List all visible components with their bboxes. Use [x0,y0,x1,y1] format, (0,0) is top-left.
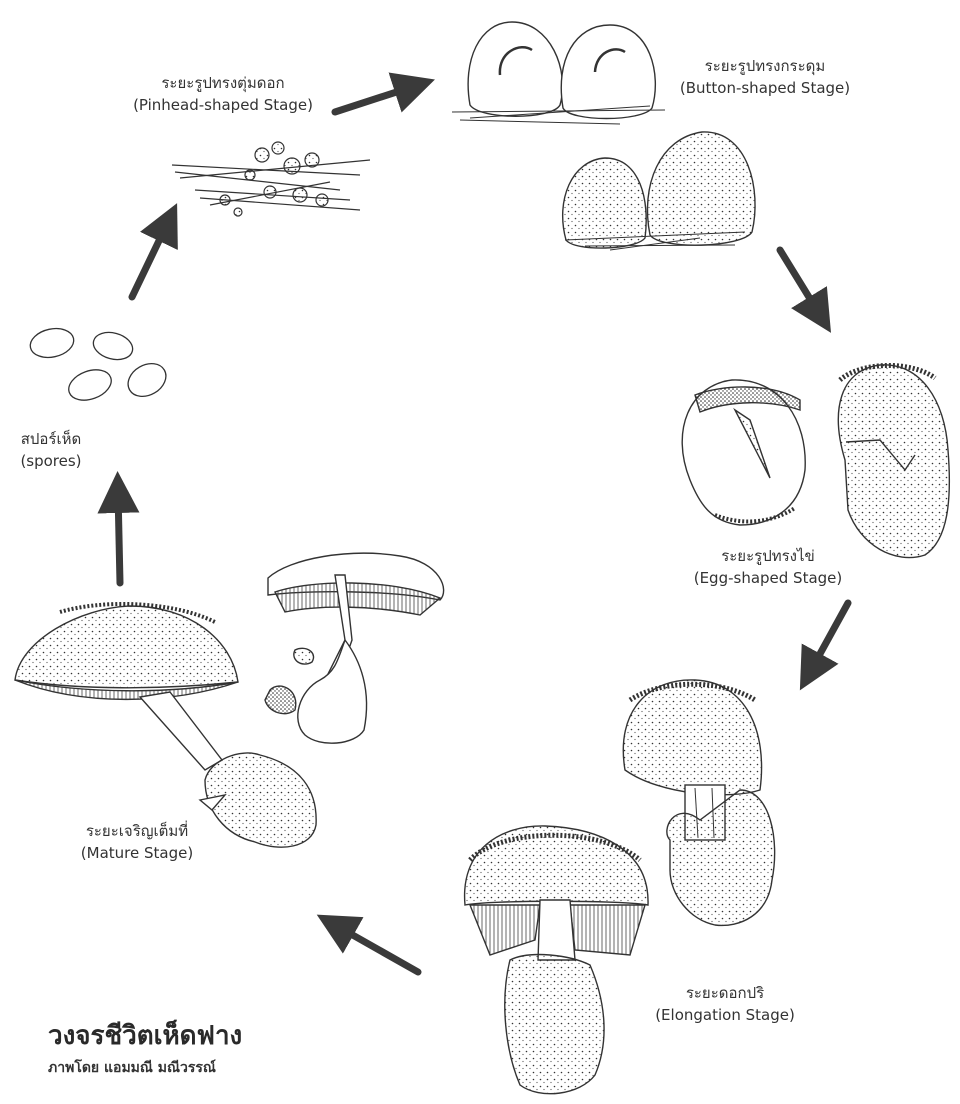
elongation-stage-thai: ระยะดอกปริ [650,982,800,1004]
elongation-stage-label: ระยะดอกปริ (Elongation Stage) [650,982,800,1026]
egg-stage-label: ระยะรูปทรงไข่ (Egg-shaped Stage) [683,545,853,589]
spores-illustration [28,325,172,406]
arrow-spores-to-pinhead [132,222,168,297]
mature-stage-english: (Mature Stage) [62,842,212,864]
spores-label: สปอร์เห็ด (spores) [6,428,96,472]
button-stage-thai: ระยะรูปทรงกระดุม [670,55,860,77]
illustration-credit: ภาพโดย แอมมณี มณีวรรณ์ [48,1057,216,1079]
spores-thai: สปอร์เห็ด [6,428,96,450]
diagram-title: วงจรชีวิตเห็ดฟาง [48,1015,242,1056]
elongation-stage-english: (Elongation Stage) [650,1004,800,1026]
arrow-elongation-to-mature [335,925,418,972]
button-stage-english: (Button-shaped Stage) [670,77,860,99]
elongation-illustration [465,680,775,1094]
egg-stage-thai: ระยะรูปทรงไข่ [683,545,853,567]
mature-stage-thai: ระยะเจริญเต็มที่ [62,820,212,842]
arrow-button-to-egg [780,250,820,315]
pinhead-stage-english: (Pinhead-shaped Stage) [118,94,328,116]
mature-stage-label: ระยะเจริญเต็มที่ (Mature Stage) [62,820,212,864]
arrow-mature-to-spores [118,492,120,583]
pinhead-stage-label: ระยะรูปทรงตุ่มดอก (Pinhead-shaped Stage) [118,72,328,116]
egg-illustration [682,365,949,558]
pinhead-illustration [172,142,370,216]
arrow-egg-to-elongation [810,603,848,672]
egg-stage-english: (Egg-shaped Stage) [683,567,853,589]
button-stage-label: ระยะรูปทรงกระดุม (Button-shaped Stage) [670,55,860,99]
arrow-pinhead-to-button [335,86,415,112]
spores-english: (spores) [6,450,96,472]
mature-illustration [15,553,444,847]
pinhead-stage-thai: ระยะรูปทรงตุ่มดอก [118,72,328,94]
